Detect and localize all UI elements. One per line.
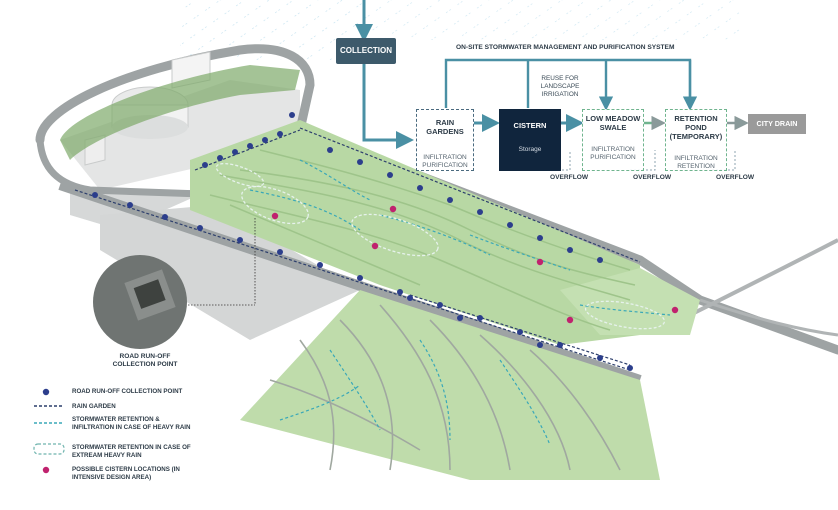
callout-caption: ROAD RUN-OFF COLLECTION POINT <box>112 353 178 368</box>
overflow-label-2: OVERFLOW <box>633 174 672 181</box>
legend-item-heavy-rain: STORMWATER RETENTION & INFILTRATION IN C… <box>72 416 191 431</box>
road-main-diagonal <box>58 180 642 385</box>
overflow-label-3: OVERFLOW <box>716 174 755 181</box>
low-meadow-swale-sub: INFILTRATION PURIFICATION <box>590 146 636 161</box>
collection-label: COLLECTION <box>340 46 392 55</box>
paved-lot-north <box>60 80 300 190</box>
legend-item-cistern-location: POSSIBLE CISTERN LOCATIONS (IN INTENSIVE… <box>72 466 180 481</box>
legend-item-collection-point: ROAD RUN-OFF COLLECTION POINT <box>72 388 183 395</box>
dashed-outline-icon <box>33 443 65 455</box>
low-meadow-swale-title: LOW MEADOW SWALE <box>585 114 641 132</box>
rain-gardens-title: RAIN GARDENS <box>426 118 464 136</box>
road-outer-loop <box>35 44 838 355</box>
cistern-title: CISTERN <box>513 121 547 130</box>
overflow-label-1: OVERFLOW <box>550 174 589 181</box>
retention-pond-box: RETENTION POND (TEMPORARY) INFILTRATION … <box>665 109 727 171</box>
city-drain-box: CITY DRAIN <box>748 114 806 134</box>
meadow-central <box>190 120 640 345</box>
cistern-locations <box>271 205 679 324</box>
heavy-rain-lines <box>249 159 671 446</box>
retention-pond-sub: INFILTRATION RETENTION <box>674 155 718 170</box>
rain-gardens-sub: INFILTRATION PURIFICATION <box>422 154 468 169</box>
cistern-box: CISTERN Storage <box>499 109 561 171</box>
callout-photo-drain <box>133 279 166 309</box>
blue-dot-icon <box>42 388 50 396</box>
arrow-collection-down <box>362 64 414 149</box>
system-title: ON-SITE STORMWATER MANAGEMENT AND PURIFI… <box>456 44 675 51</box>
swale-contours-south <box>269 304 621 471</box>
meadow-north-strip <box>60 65 300 160</box>
retention-pond-title: RETENTION POND (TEMPORARY) <box>669 114 723 141</box>
legend-item-extreme-rain: STORMWATER RETENTION IN CASE OF EXTREAM … <box>72 444 191 459</box>
collection-box: COLLECTION <box>336 38 396 64</box>
city-drain-title: CITY DRAIN <box>756 119 798 128</box>
cistern-sub: Storage <box>518 146 542 153</box>
swale-contours-central <box>209 149 636 331</box>
low-meadow-swale-box: LOW MEADOW SWALE INFILTRATION PURIFICATI… <box>582 109 644 171</box>
extreme-rain-outlines <box>215 162 666 330</box>
rain-streaks-right <box>380 0 740 40</box>
magenta-dot-icon <box>42 466 50 474</box>
reuse-label: REUSE FOR LANDSCAPE IRRIGATION <box>540 75 580 98</box>
legend-item-rain-garden: RAIN GARDEN <box>72 403 116 410</box>
collection-points <box>92 112 633 371</box>
paved-lot-southwest <box>100 205 360 340</box>
rain-gardens-box: RAIN GARDENS INFILTRATION PURIFICATION <box>416 109 474 171</box>
road-east-ramp-2 <box>699 298 838 337</box>
meadow-south <box>240 290 660 480</box>
